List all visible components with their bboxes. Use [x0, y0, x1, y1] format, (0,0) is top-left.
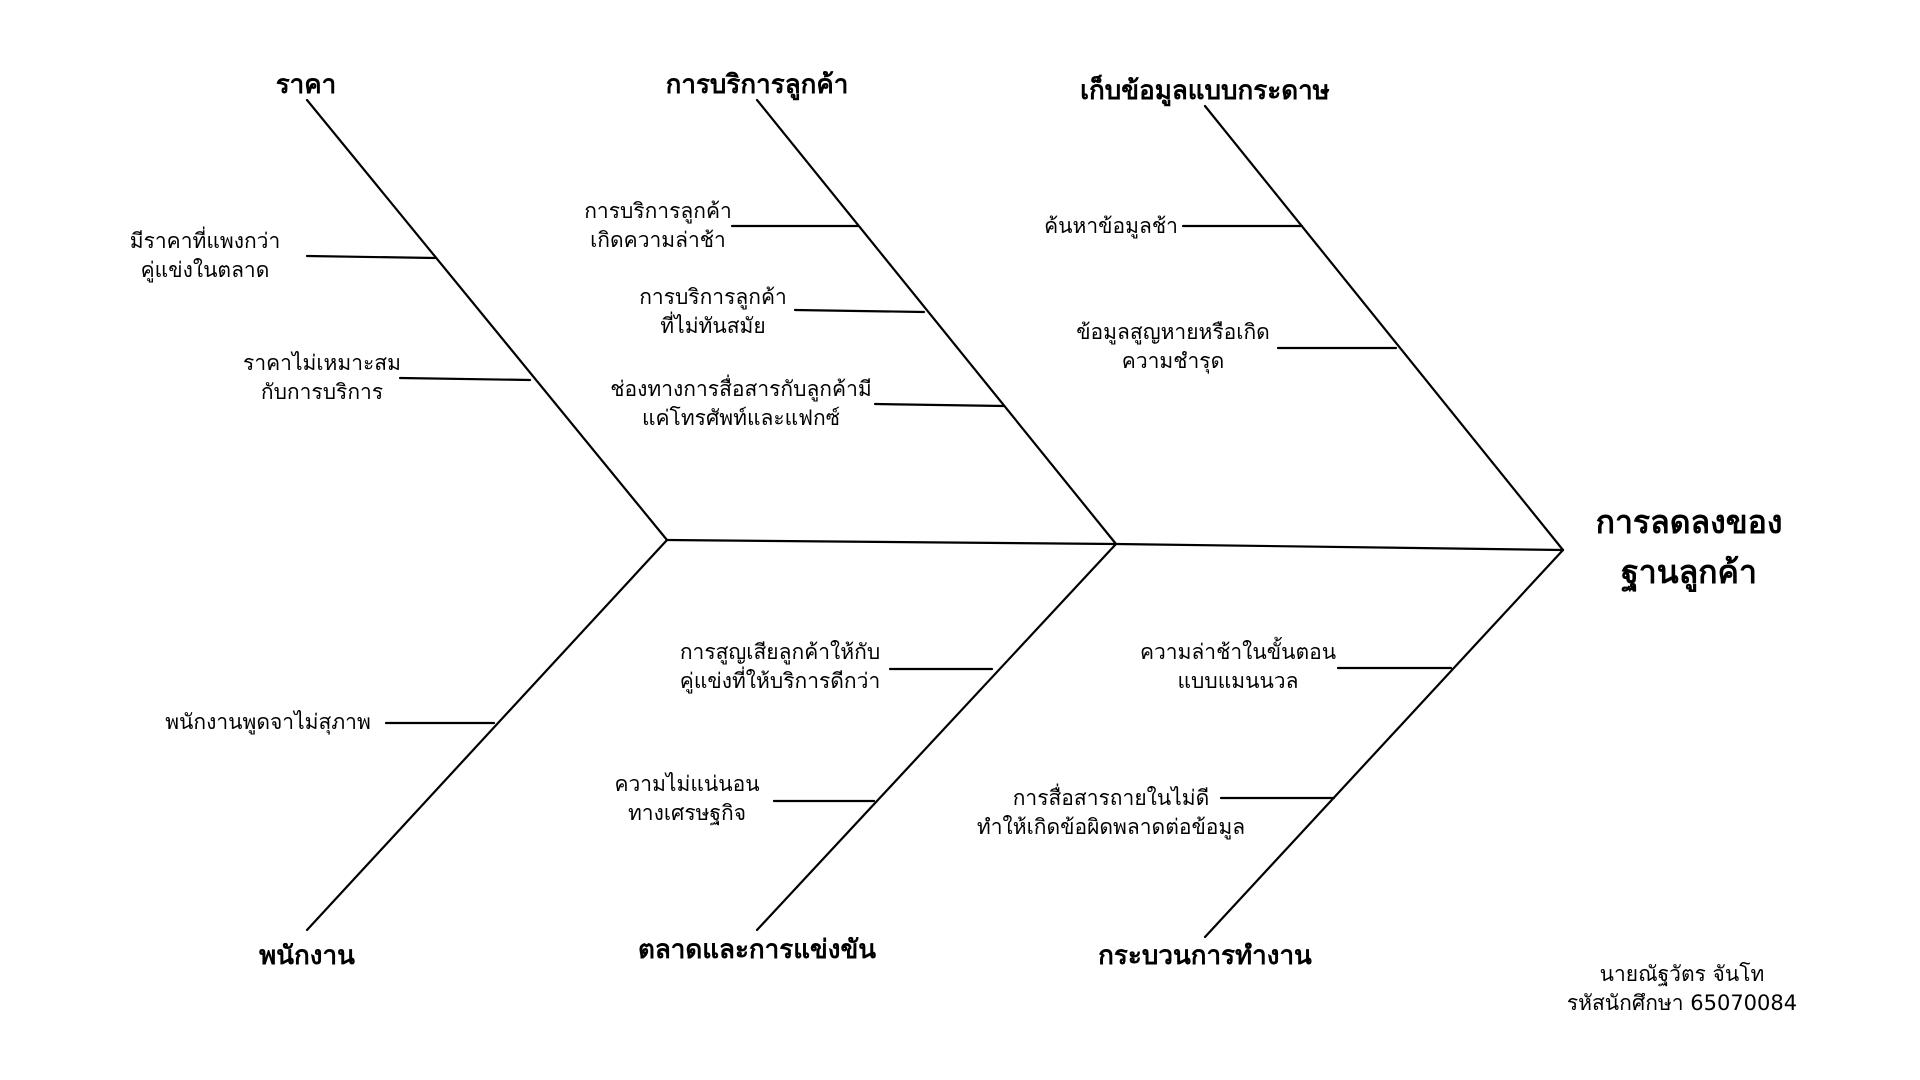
- spine-segment-right: [1114, 542, 1565, 552]
- cause-process-1: ความล่าช้าในขั้นตอน แบบแมนนวล: [1140, 638, 1336, 696]
- bone-market-competition: [755, 542, 1118, 932]
- cause-process-2-line-1: การสื่อสารถายในไม่ดี: [1012, 786, 1210, 810]
- cause-service-3-line-1: ช่องทางการสื่อสารกับลูกค้ามี: [610, 377, 872, 401]
- cause-service-1-line-2: เกิดความล่าช้า: [590, 227, 726, 252]
- category-market-competition: ตลาดและการแข่งขัน: [637, 935, 877, 965]
- cause-paper-1-line-1: ค้นหาข้อมูลช้า: [1044, 214, 1178, 238]
- cause-market-1: การสูญเสียลูกค้าให้กับ คู่แข่งที่ให้บริก…: [680, 638, 880, 696]
- cause-market-1-line-2: คู่แข่งที่ให้บริการดีกว่า: [679, 668, 881, 693]
- cause-process-1-line-2: แบบแมนนวล: [1177, 668, 1299, 693]
- cause-service-3: ช่องทางการสื่อสารกับลูกค้ามี แค่โทรศัพท์…: [610, 375, 871, 433]
- cause-staff-1-line-1: พนักงานพูดจาไม่สุภาพ: [165, 710, 371, 734]
- cause-line-service-2: [793, 308, 926, 314]
- cause-market-2: ความไม่แน่นอน ทางเศรษฐกิจ: [614, 770, 759, 828]
- category-customer-service: การบริการลูกค้า: [665, 70, 849, 100]
- cause-market-2-line-1: ความไม่แน่นอน: [614, 772, 760, 796]
- cause-line-price-1: [305, 254, 437, 260]
- cause-process-2: การสื่อสารถายในไม่ดี ทำให้เกิดข้อผิดพลาด…: [977, 784, 1245, 842]
- cause-price-2-line-2: กับการบริการ: [260, 379, 384, 404]
- category-paper-records: เก็บข้อมูลแบบกระดาษ: [1080, 76, 1330, 106]
- cause-service-1-line-1: การบริการลูกค้า: [584, 199, 732, 223]
- cause-line-price-2: [398, 376, 532, 382]
- cause-market-1-line-1: การสูญเสียลูกค้าให้กับ: [679, 640, 881, 664]
- cause-price-1-line-1: มีราคาที่แพงกว่า: [129, 229, 281, 253]
- effect-head-line-2: ฐานลูกค้า: [1621, 552, 1757, 591]
- cause-service-2: การบริการลูกค้า ที่ไม่ทันสมัย: [639, 283, 787, 341]
- category-staff: พนักงาน: [259, 941, 355, 971]
- bone-work-process: [1203, 548, 1565, 939]
- bone-price: [305, 98, 669, 542]
- cause-paper-2: ข้อมูลสูญหายหรือเกิด ความชำรุด: [1076, 318, 1270, 376]
- cause-process-2-line-2: ทำให้เกิดข้อผิดพลาดต่อข้อมูล: [976, 814, 1246, 839]
- cause-price-2: ราคาไม่เหมาะสม กับการบริการ: [243, 349, 401, 407]
- cause-paper-1: ค้นหาข้อมูลช้า: [1044, 212, 1178, 241]
- cause-line-service-3: [873, 402, 1006, 408]
- effect-head: การลดลงของ ฐานลูกค้า: [1596, 498, 1783, 597]
- cause-paper-2-line-2: ความชำรุด: [1121, 348, 1225, 373]
- author-info: นายณัฐวัตร จันโท รหัสนักศึกษา 65070084: [1567, 960, 1797, 1018]
- cause-price-1-line-2: คู่แข่งในตลาด: [140, 257, 270, 282]
- category-price: ราคา: [275, 70, 337, 100]
- bone-customer-service: [755, 98, 1118, 546]
- cause-staff-1: พนักงานพูดจาไม่สุภาพ: [165, 708, 371, 737]
- bone-paper-records: [1203, 104, 1565, 552]
- cause-service-2-line-1: การบริการลูกค้า: [639, 285, 787, 309]
- author-student-id: รหัสนักศึกษา 65070084: [1566, 990, 1798, 1015]
- cause-paper-2-line-1: ข้อมูลสูญหายหรือเกิด: [1076, 320, 1270, 344]
- spine-segment-left: [665, 538, 1118, 546]
- cause-price-2-line-1: ราคาไม่เหมาะสม: [243, 351, 401, 375]
- effect-head-line-1: การลดลงของ: [1595, 503, 1783, 541]
- category-work-process: กระบวนการทำงาน: [1098, 941, 1312, 971]
- cause-process-1-line-1: ความล่าช้าในขั้นตอน: [1139, 640, 1337, 664]
- cause-service-2-line-2: ที่ไม่ทันสมัย: [660, 313, 766, 338]
- cause-service-3-line-2: แค่โทรศัพท์และแฟกซ์: [641, 405, 841, 430]
- author-name: นายณัฐวัตร จันโท: [1599, 962, 1765, 986]
- cause-market-2-line-2: ทางเศรษฐกิจ: [627, 800, 747, 825]
- cause-service-1: การบริการลูกค้า เกิดความล่าช้า: [584, 197, 732, 255]
- bone-staff: [305, 538, 669, 932]
- cause-price-1: มีราคาที่แพงกว่า คู่แข่งในตลาด: [130, 227, 281, 285]
